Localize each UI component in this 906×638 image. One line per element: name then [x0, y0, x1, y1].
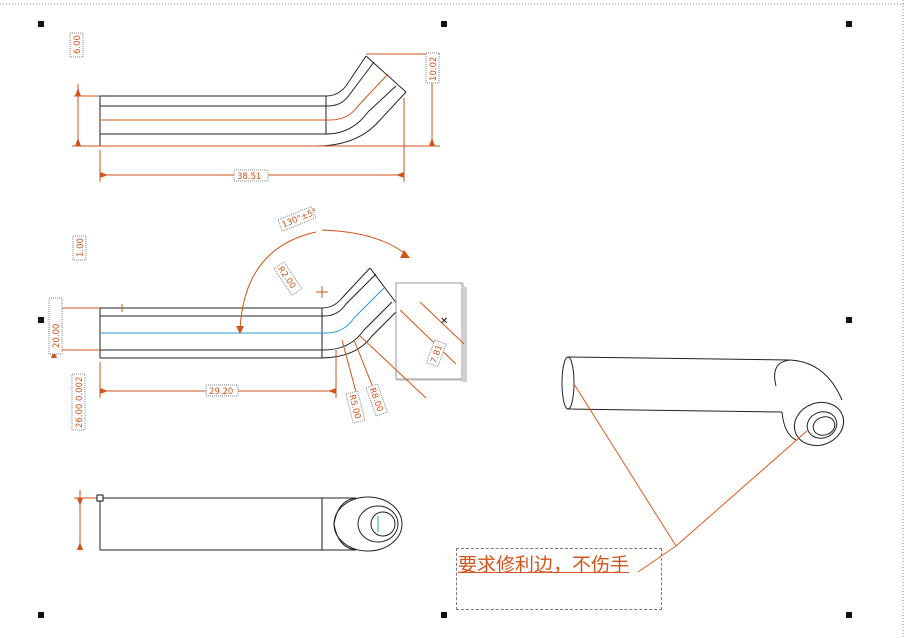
handle-ml[interactable]	[38, 317, 44, 323]
dim-left-small: 20.00	[52, 324, 62, 348]
dim-top-end-height: 10.02	[429, 57, 439, 81]
handle-br[interactable]	[846, 612, 852, 618]
handle-tm[interactable]	[441, 21, 447, 27]
svg-text:✕: ✕	[440, 316, 448, 327]
requirement-note-text: 要求修利边，不伤手	[458, 554, 630, 576]
dim-tolerance: 26.00 0.002	[75, 377, 85, 428]
requirement-note[interactable]: 要求修利边，不伤手	[456, 548, 662, 610]
side-view[interactable]	[74, 490, 403, 552]
isometric-view[interactable]	[561, 356, 850, 452]
dim-r-outer: R8.00	[367, 386, 385, 413]
top-view[interactable]: 6.00 10.02 38.51	[69, 32, 440, 182]
handle-tr[interactable]	[846, 21, 852, 27]
handle-mr[interactable]	[846, 317, 852, 323]
front-view[interactable]: ✕ 130°±5° 1.00 20.00 R2.00 29.20 26.00 0…	[48, 205, 467, 431]
dim-top-height: 6.00	[73, 35, 83, 54]
note-leaders	[573, 383, 809, 573]
handle-bl[interactable]	[38, 612, 44, 618]
dim-wall: 1.00	[76, 238, 86, 257]
dim-straight-length: 29.20	[209, 387, 233, 397]
handle-bm[interactable]	[441, 612, 447, 618]
dim-top-length: 38.51	[237, 172, 261, 182]
selection-handles[interactable]	[38, 21, 852, 618]
handle-tl[interactable]	[38, 21, 44, 27]
